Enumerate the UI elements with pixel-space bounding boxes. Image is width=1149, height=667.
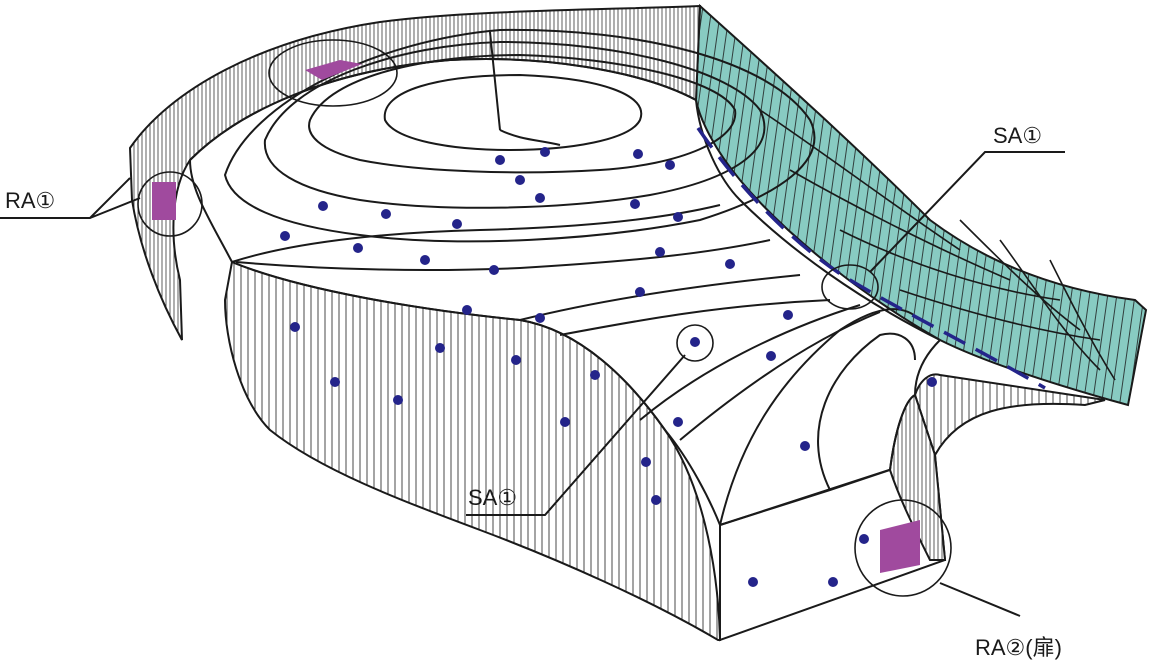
sensor-dot: [800, 441, 810, 451]
highlight-circles: [137, 39, 952, 597]
sa1-lower-leader: [466, 354, 686, 516]
sensor-dot: [290, 322, 300, 332]
sa1-upper-leader: [869, 151, 1065, 273]
sensor-dot: [783, 310, 793, 320]
sensor-dot: [651, 495, 661, 505]
sensor-dot: [748, 577, 758, 587]
ra2-label: RA②(扉): [975, 635, 1062, 660]
sensor-dot: [641, 457, 651, 467]
left-outer-wall: [128, 4, 702, 341]
sensor-dot: [635, 287, 645, 297]
sensor-dot: [630, 199, 640, 209]
sensor-dot: [655, 247, 665, 257]
ra1-left-patch: [152, 182, 176, 220]
teal-wall-surface: [694, 3, 1148, 407]
sensor-dot: [353, 243, 363, 253]
sensor-dot: [927, 377, 937, 387]
sensor-dot: [495, 155, 505, 165]
sensor-dot: [673, 212, 683, 222]
sensor-dot: [515, 175, 525, 185]
sa1-mid-circle: [676, 324, 714, 362]
sensor-dot: [665, 160, 675, 170]
front-block-side: [913, 373, 1106, 458]
sensor-dot: [393, 395, 403, 405]
sa1-upper-label: SA①: [993, 123, 1042, 148]
sensor-dots: [280, 147, 937, 587]
teal-wall-contours: [759, 109, 1116, 381]
sensor-dot: [435, 343, 445, 353]
sensor-dot: [535, 313, 545, 323]
sensor-dot: [420, 255, 430, 265]
top-surface-outline: [189, 58, 941, 526]
sensor-dot: [725, 259, 735, 269]
ra1-label: RA①: [5, 188, 55, 213]
sensor-dot: [330, 377, 340, 387]
sensor-dot: [381, 209, 391, 219]
sensor-dot: [766, 351, 776, 361]
sensor-dot: [511, 355, 521, 365]
sensor-dot: [280, 231, 290, 241]
ra1-top-patch: [305, 60, 362, 80]
sensor-dot: [489, 265, 499, 275]
sensor-dot: [590, 370, 600, 380]
sa1-upper-circle: [821, 264, 879, 310]
sensor-dot: [560, 417, 570, 427]
sensor-dot: [318, 201, 328, 211]
sensor-dot: [633, 149, 643, 159]
sensor-dot: [535, 193, 545, 203]
sensor-dot: [673, 417, 683, 427]
ra1-top-circle: [268, 39, 398, 107]
sensor-dot: [452, 219, 462, 229]
sa1-lower-label: SA①: [468, 485, 517, 510]
sensor-dot: [828, 577, 838, 587]
leader-lines: [0, 151, 1065, 617]
sensor-dot: [859, 534, 869, 544]
ra1-leader: [0, 177, 141, 219]
sensor-dot: [462, 305, 472, 315]
dashed-boundary-line: [696, 127, 1046, 390]
sensor-dot: [540, 147, 550, 157]
ra2-door-circle: [854, 499, 952, 597]
ra2-door-patch: [880, 520, 920, 573]
top-contours: [223, 28, 921, 526]
ra2-leader: [939, 582, 1021, 617]
sensor-dot: [690, 337, 700, 347]
ra1-left-circle: [137, 171, 203, 237]
